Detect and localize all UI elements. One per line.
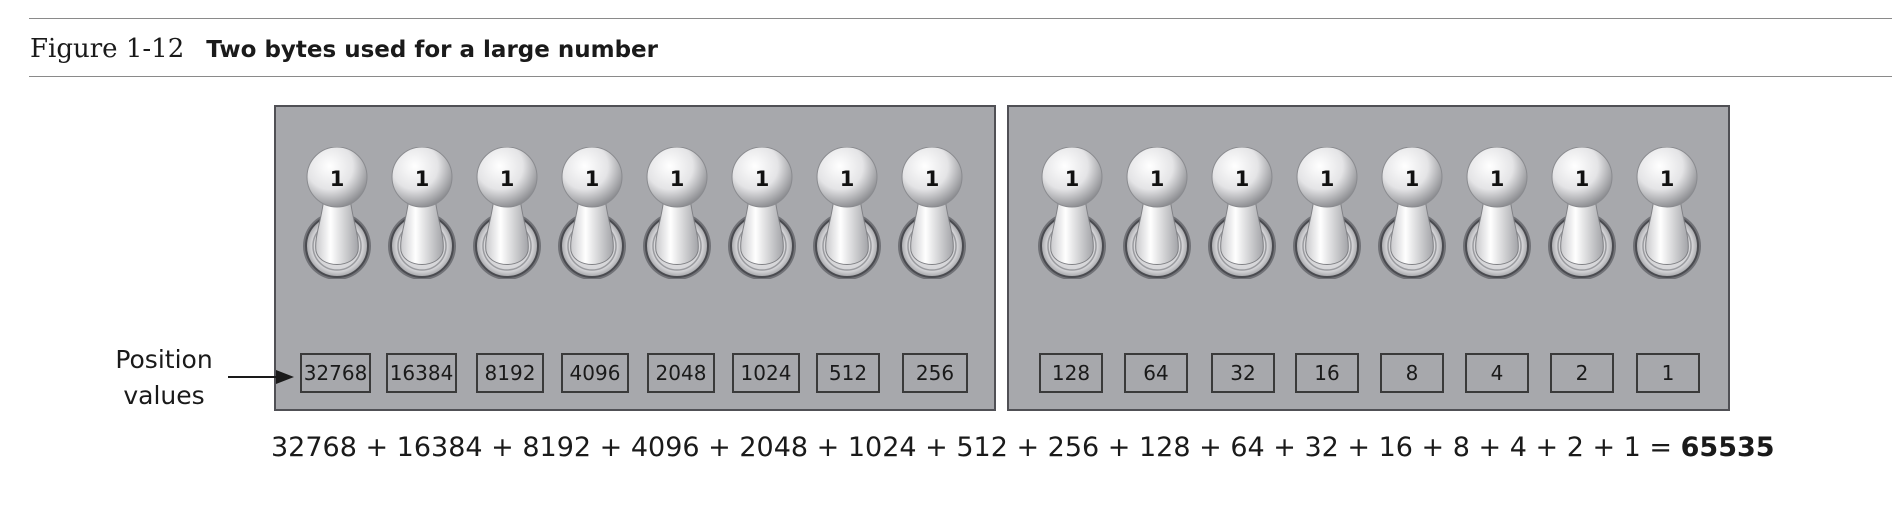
bit-value-label: 1 bbox=[1659, 167, 1675, 191]
position-value-box: 1024 bbox=[732, 353, 800, 393]
bit-value-label: 1 bbox=[669, 167, 685, 191]
toggle-switch[interactable]: 1 bbox=[1120, 147, 1194, 279]
toggle-switch[interactable]: 1 bbox=[470, 147, 544, 279]
toggle-switch-icon bbox=[1633, 147, 1701, 279]
high-byte-panel: 1 1 1 1 1 1 1 1 32768 16384 8192 4096 2048 1024 512 256 bbox=[274, 105, 996, 411]
toggle-switch-icon bbox=[728, 147, 796, 279]
bit-value-label: 1 bbox=[1404, 167, 1420, 191]
toggle-switch[interactable]: 1 bbox=[555, 147, 629, 279]
position-value-box: 4 bbox=[1465, 353, 1529, 393]
bit-value-label: 1 bbox=[1574, 167, 1590, 191]
bit-value-label: 1 bbox=[754, 167, 770, 191]
sum-equation: 32768 + 16384 + 8192 + 4096 + 2048 + 102… bbox=[271, 432, 1775, 463]
position-value-box: 128 bbox=[1039, 353, 1103, 393]
toggle-switch-icon bbox=[1463, 147, 1531, 279]
toggle-switch-icon bbox=[1548, 147, 1616, 279]
position-value-box: 16384 bbox=[386, 353, 457, 393]
position-value-box: 32 bbox=[1211, 353, 1275, 393]
toggle-switch[interactable]: 1 bbox=[300, 147, 374, 279]
figure-caption: Figure 1-12 Two bytes used for a large n… bbox=[30, 34, 658, 68]
bit-value-label: 1 bbox=[1064, 167, 1080, 191]
bit-value-label: 1 bbox=[329, 167, 345, 191]
position-value-box: 4096 bbox=[561, 353, 629, 393]
bottom-rule bbox=[29, 76, 1892, 77]
position-value-box: 2048 bbox=[647, 353, 715, 393]
toggle-switch-icon bbox=[1208, 147, 1276, 279]
position-values-label: Position values bbox=[104, 342, 224, 414]
toggle-switch[interactable]: 1 bbox=[810, 147, 884, 279]
toggle-switch-icon bbox=[813, 147, 881, 279]
toggle-switch[interactable]: 1 bbox=[1375, 147, 1449, 279]
toggle-switch-icon bbox=[473, 147, 541, 279]
position-value-box: 16 bbox=[1295, 353, 1359, 393]
position-value-box: 2 bbox=[1550, 353, 1614, 393]
position-value-box: 32768 bbox=[300, 353, 371, 393]
top-rule bbox=[29, 18, 1892, 19]
toggle-switch[interactable]: 1 bbox=[1205, 147, 1279, 279]
toggle-switch-icon bbox=[898, 147, 966, 279]
toggle-switch-icon bbox=[1123, 147, 1191, 279]
bit-value-label: 1 bbox=[499, 167, 515, 191]
toggle-switch[interactable]: 1 bbox=[1290, 147, 1364, 279]
toggle-switch[interactable]: 1 bbox=[385, 147, 459, 279]
figure-title: Two bytes used for a large number bbox=[206, 37, 658, 63]
position-value-box: 8 bbox=[1380, 353, 1444, 393]
position-values-label-line1: Position bbox=[115, 345, 213, 374]
bit-value-label: 1 bbox=[414, 167, 430, 191]
toggle-switch[interactable]: 1 bbox=[1035, 147, 1109, 279]
position-values-label-line2: values bbox=[123, 381, 205, 410]
toggle-switch-icon bbox=[388, 147, 456, 279]
equation-expression: 32768 + 16384 + 8192 + 4096 + 2048 + 102… bbox=[271, 432, 1681, 463]
toggle-switch[interactable]: 1 bbox=[1630, 147, 1704, 279]
bit-value-label: 1 bbox=[584, 167, 600, 191]
toggle-switch[interactable]: 1 bbox=[895, 147, 969, 279]
toggle-switch-icon bbox=[558, 147, 626, 279]
bit-value-label: 1 bbox=[839, 167, 855, 191]
position-value-box: 1 bbox=[1636, 353, 1700, 393]
bit-value-label: 1 bbox=[1319, 167, 1335, 191]
equation-total: 65535 bbox=[1680, 432, 1775, 463]
toggle-switch-icon bbox=[303, 147, 371, 279]
position-values-arrow bbox=[228, 370, 294, 384]
position-value-box: 64 bbox=[1124, 353, 1188, 393]
figure-number: Figure 1-12 bbox=[30, 34, 185, 64]
bit-value-label: 1 bbox=[1489, 167, 1505, 191]
toggle-switch-icon bbox=[1038, 147, 1106, 279]
toggle-switch-icon bbox=[643, 147, 711, 279]
toggle-switch[interactable]: 1 bbox=[1460, 147, 1534, 279]
toggle-switch[interactable]: 1 bbox=[640, 147, 714, 279]
position-value-box: 8192 bbox=[476, 353, 544, 393]
bit-value-label: 1 bbox=[1234, 167, 1250, 191]
toggle-switch-icon bbox=[1293, 147, 1361, 279]
bit-value-label: 1 bbox=[1149, 167, 1165, 191]
toggle-switch-icon bbox=[1378, 147, 1446, 279]
bit-value-label: 1 bbox=[924, 167, 940, 191]
toggle-switch[interactable]: 1 bbox=[725, 147, 799, 279]
toggle-switch[interactable]: 1 bbox=[1545, 147, 1619, 279]
position-value-box: 512 bbox=[816, 353, 880, 393]
position-value-box: 256 bbox=[902, 353, 968, 393]
